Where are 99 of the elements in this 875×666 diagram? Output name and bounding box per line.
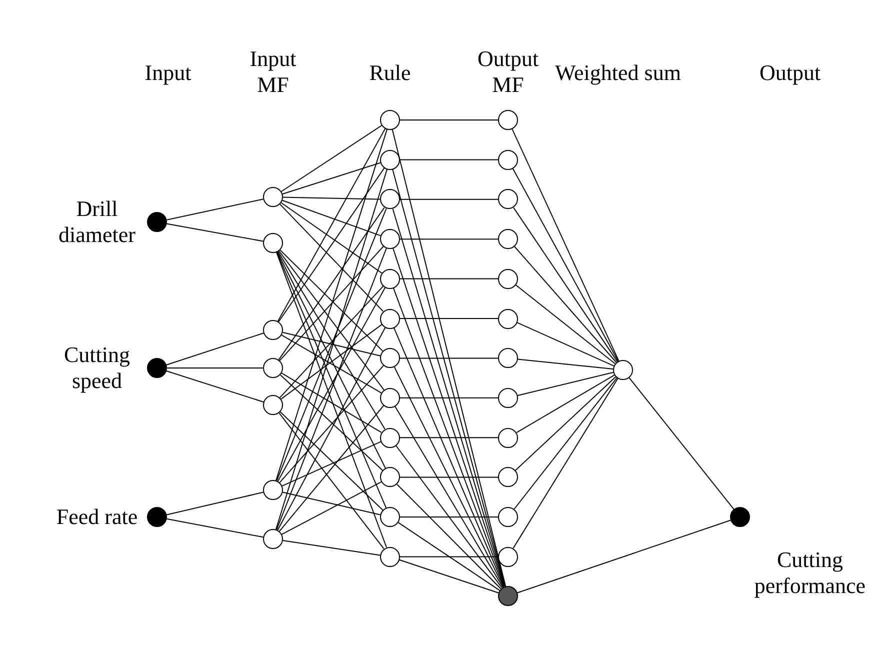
connector-line [166,332,264,366]
connector-line [277,128,386,322]
connector-line [277,326,386,531]
connector-line [278,251,386,430]
column-heading: Rule [368,60,412,86]
output-membership-node [498,428,518,448]
connector-line [628,377,734,510]
connector-line [276,129,388,481]
connector-line [279,204,384,312]
connector-line [400,437,498,438]
output-label: Cutting performance [753,547,867,599]
connector-line [282,492,381,516]
connector-line [513,207,618,362]
output-membership-node [498,467,518,488]
output-membership-node [498,150,518,170]
connector-line [278,405,384,532]
connector-line [278,167,385,322]
connector-line [400,198,498,200]
connector-line [400,397,498,398]
connector-line [280,202,382,274]
connector-line [394,406,504,588]
connector-line [280,411,384,511]
connector-line [400,238,498,240]
column-heading: Output [758,60,822,86]
connector-line [281,481,382,535]
connector-line [517,372,614,396]
connector-line [282,441,382,486]
output-membership-node [498,388,518,408]
connector-line [278,250,384,390]
input-label: Drill diameter [58,196,136,248]
connector-line [400,476,498,478]
connector-line [516,322,614,366]
connector-line [276,208,387,482]
output-membership-node [498,229,518,250]
connector-line [512,128,620,362]
bias-node [498,586,518,606]
column-heading: Weighted sum [554,60,682,86]
connector-line [280,374,384,471]
input-label: Cutting speed [62,342,131,394]
connector-line [275,168,388,530]
connector-line [394,366,504,588]
connector-line [400,516,498,518]
column-heading: Input MF [248,46,298,98]
connector-line [514,376,616,471]
connector-line [400,278,498,280]
connector-line [278,207,385,360]
connector-line [278,412,384,550]
connector-line [166,370,264,402]
connector-line [281,372,382,433]
connector-line [282,540,381,556]
connector-line [282,162,381,194]
connector-line [166,492,264,516]
connector-line [281,334,382,394]
connector-line [395,445,503,588]
column-heading: Input [144,60,192,86]
membership-node [263,187,283,207]
output-membership-node [498,189,518,210]
connector-line [279,286,384,398]
connector-line [396,484,502,590]
connector-line [280,324,382,400]
output-membership-node [498,110,518,130]
connector-line [166,223,264,242]
connector-line [166,198,264,220]
membership-node [263,233,283,253]
connector-line [280,125,382,192]
membership-node [263,480,283,500]
connector-line [512,168,619,362]
connector-line [279,365,384,484]
connector-line [166,518,264,538]
connector-line [512,378,618,549]
output-membership-node [498,348,518,368]
connector-line [282,200,382,236]
output-membership-node [498,546,518,567]
membership-node [263,395,283,415]
connector-line [282,196,380,200]
connector-line [516,374,615,434]
input-label: Feed rate [55,504,139,530]
connector-line [514,246,617,363]
connector-line [282,332,381,356]
membership-node [263,358,283,378]
connector-line [514,377,618,510]
sum-node [613,360,633,380]
connector-line [400,318,498,319]
connector-line [399,559,499,594]
column-heading: Output MF [476,46,540,98]
connector-line [400,358,498,359]
membership-node [263,320,283,340]
output-membership-node [498,268,518,289]
connector-line [398,522,500,591]
connector-line [400,159,498,160]
connector-line [517,358,614,370]
connector-line [516,520,732,594]
connector-line [276,251,386,469]
output-membership-node [498,507,518,527]
connector-line [277,287,386,482]
membership-node [263,529,283,549]
output-membership-node [498,308,518,328]
connector-line [400,556,498,558]
connector-line [515,284,616,364]
